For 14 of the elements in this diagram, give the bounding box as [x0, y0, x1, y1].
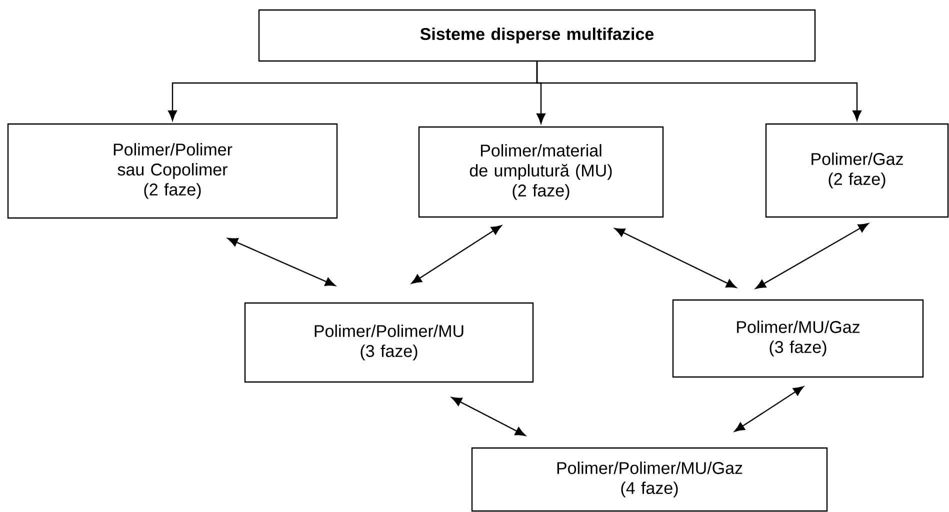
process-box: Polimer/MU/Gaz (3 faze) [672, 299, 924, 378]
arrow [734, 386, 804, 432]
title-box: Sisteme disperse multifazice [258, 9, 816, 62]
process-box: Polimer/Gaz (2 faze) [765, 123, 949, 218]
arrow [614, 228, 737, 288]
arrow [451, 397, 526, 436]
process-box: Polimer/Polimer/MU (3 faze) [244, 302, 534, 383]
arrow [411, 225, 502, 284]
arrow [536, 62, 862, 121]
process-box: Polimer/Polimer/MU/Gaz (4 faze) [471, 447, 828, 512]
arrow [227, 238, 336, 286]
process-box: Polimer/material de umplutură (MU) (2 faze) [418, 126, 664, 218]
process-box: Polimer/Polimer sau Copolimer (2 faze) [7, 123, 338, 219]
arrow [755, 223, 869, 289]
